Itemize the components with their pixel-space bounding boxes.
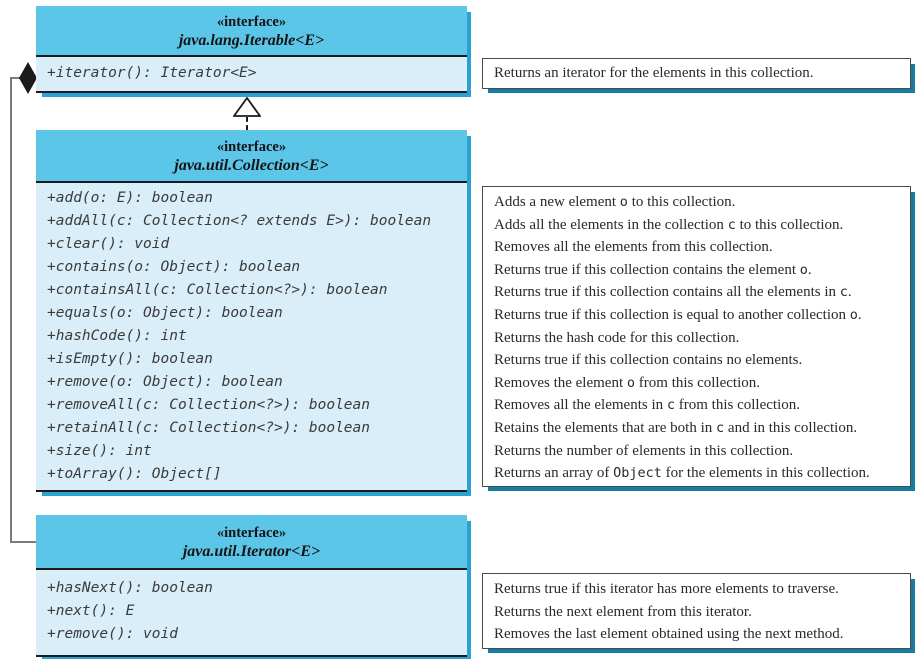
stereotype-label: «interface»	[216, 14, 287, 30]
method: +clear(): void	[47, 236, 170, 252]
method: +remove(): void	[47, 626, 178, 642]
note-line: Returns true if this iterator has more e…	[494, 581, 839, 597]
note-line: Returns true if this collection contains…	[494, 284, 852, 301]
method: +removeAll(c: Collection<?>): boolean	[47, 397, 371, 413]
method: +iterator(): Iterator<E>	[47, 65, 257, 81]
method: +equals(o: Object): boolean	[47, 305, 283, 321]
method-list-iterator: +hasNext(): boolean +next(): E +remove(): …	[36, 570, 467, 655]
stereotype-label: «interface»	[216, 139, 287, 155]
class-header-iterable: «interface» java.lang.Iterable<E>	[36, 6, 467, 57]
note-line: Returns the next element from this itera…	[494, 603, 752, 620]
aggregation-diamond-icon	[19, 62, 37, 94]
note-line: Returns true if this collection is equal…	[494, 306, 862, 323]
realization-dashed-line	[246, 117, 248, 130]
method: +remove(o: Object): boolean	[47, 374, 283, 390]
note-line: Adds all the elements in the collection …	[494, 216, 844, 233]
class-box-iterator: «interface» java.util.Iterator<E> +hasNe…	[36, 515, 467, 657]
method-list-iterable: +iterator(): Iterator<E>	[36, 57, 467, 91]
note-iterator: Returns true if this iterator has more e…	[482, 573, 911, 649]
class-header-iterator: «interface» java.util.Iterator<E>	[36, 515, 467, 570]
method: +isEmpty(): boolean	[47, 351, 213, 367]
note-lines: Returns an iterator for the elements in …	[494, 62, 814, 85]
method: +hasNext(): boolean	[47, 580, 213, 596]
note-line: Returns true if this collection contains…	[494, 352, 803, 369]
class-name: java.util.Iterator<E>	[182, 543, 321, 560]
note-line: Returns the hash code for this collectio…	[494, 329, 740, 346]
method-list-collection: +add(o: E): boolean +addAll(c: Collection…	[36, 183, 467, 490]
class-name: java.util.Collection<E>	[174, 157, 329, 174]
method: +toArray(): Object[]	[47, 466, 222, 482]
note-lines: Adds a new element o to this collection.…	[483, 187, 910, 489]
note-lines: Returns true if this iterator has more e…	[483, 574, 910, 650]
note-line: Removes the element o from this collecti…	[494, 374, 761, 391]
class-box-collection: «interface» java.util.Collection<E> +add…	[36, 130, 467, 492]
method: +contains(o: Object): boolean	[47, 259, 301, 275]
class-name: java.lang.Iterable<E>	[178, 32, 325, 49]
note-iterable: Returns an iterator for the elements in …	[482, 58, 911, 89]
note-collection: Adds a new element o to this collection.…	[482, 186, 911, 487]
method: +addAll(c: Collection<? extends E>): boo…	[47, 213, 432, 229]
note-line: Retains the elements that are both in c …	[494, 419, 858, 436]
note-line: Returns the number of elements in this c…	[494, 442, 794, 459]
note-line: Removes all the elements from this colle…	[494, 239, 773, 256]
aggregation-line-stub-bottom	[10, 541, 36, 543]
method: +add(o: E): boolean	[47, 190, 213, 206]
note-line: Removes the last element obtained using …	[494, 626, 844, 643]
note-line: Returns an array of Object for the eleme…	[494, 465, 870, 482]
method: +next(): E	[47, 603, 135, 619]
note-line: Adds a new element o to this collection.	[494, 194, 736, 210]
realization-arrow-icon	[233, 97, 261, 117]
aggregation-line-vertical	[10, 77, 12, 543]
class-header-collection: «interface» java.util.Collection<E>	[36, 130, 467, 183]
note-line: Returns an iterator for the elements in …	[494, 65, 814, 82]
method: +retainAll(c: Collection<?>): boolean	[47, 420, 371, 436]
class-box-iterable: «interface» java.lang.Iterable<E> +itera…	[36, 6, 467, 93]
note-line: Removes all the elements in c from this …	[494, 397, 800, 414]
method: +containsAll(c: Collection<?>): boolean	[47, 282, 388, 298]
stereotype-label: «interface»	[216, 525, 287, 541]
aggregation-line-stub-top	[10, 77, 20, 79]
method: +size(): int	[47, 443, 152, 459]
note-line: Returns true if this collection contains…	[494, 261, 812, 278]
method: +hashCode(): int	[47, 328, 187, 344]
